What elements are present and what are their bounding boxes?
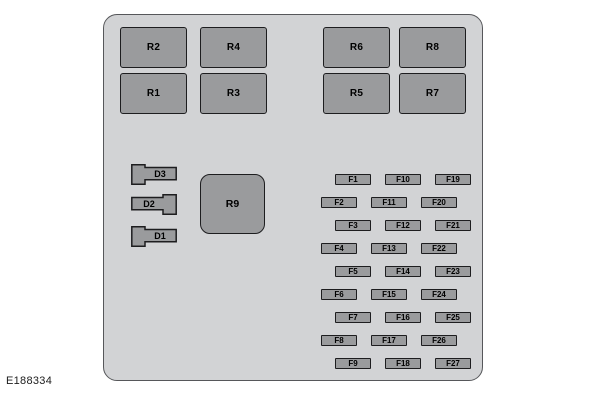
- relay-box-r1: R1: [120, 73, 187, 114]
- fuse-box-f14: F14: [385, 266, 421, 277]
- fuse-box-f9: F9: [335, 358, 371, 369]
- relay-box-r8: R8: [399, 27, 466, 68]
- fuse-box-f2: F2: [321, 197, 357, 208]
- relay-box-r5: R5: [323, 73, 390, 114]
- fuse-box-f5: F5: [335, 266, 371, 277]
- fuse-box-f21: F21: [435, 220, 471, 231]
- fuse-box-f15: F15: [371, 289, 407, 300]
- relay-box-r9: R9: [200, 174, 265, 234]
- connector-shape: [131, 194, 177, 215]
- connector-shape: [131, 164, 177, 185]
- relay-box-r3: R3: [200, 73, 267, 114]
- fuse-box-f17: F17: [371, 335, 407, 346]
- fuse-box-f3: F3: [335, 220, 371, 231]
- diode-label: D1: [154, 230, 166, 241]
- connector-shape: [131, 226, 177, 247]
- fuse-box-f13: F13: [371, 243, 407, 254]
- fuse-box-f23: F23: [435, 266, 471, 277]
- relay-box-r7: R7: [399, 73, 466, 114]
- fuse-box-f1: F1: [335, 174, 371, 185]
- fuse-box-f24: F24: [421, 289, 457, 300]
- relay-box-r4: R4: [200, 27, 267, 68]
- diode-connector-d2: D2: [131, 194, 177, 215]
- fuse-box-f19: F19: [435, 174, 471, 185]
- fuse-box-f25: F25: [435, 312, 471, 323]
- fuse-box-f12: F12: [385, 220, 421, 231]
- diode-connector-d3: D3: [131, 164, 177, 185]
- fuse-box-f7: F7: [335, 312, 371, 323]
- fuse-box-f26: F26: [421, 335, 457, 346]
- relay-box-r2: R2: [120, 27, 187, 68]
- fuse-box-f22: F22: [421, 243, 457, 254]
- relay-box-r6: R6: [323, 27, 390, 68]
- fuse-box-f18: F18: [385, 358, 421, 369]
- fuse-box-f11: F11: [371, 197, 407, 208]
- diode-label: D3: [154, 168, 166, 179]
- fuse-box-f4: F4: [321, 243, 357, 254]
- fuse-box-f8: F8: [321, 335, 357, 346]
- fuse-box-f20: F20: [421, 197, 457, 208]
- fuse-box-f6: F6: [321, 289, 357, 300]
- fuse-box-f27: F27: [435, 358, 471, 369]
- fuse-box-f16: F16: [385, 312, 421, 323]
- figure-id-label: E188334: [6, 375, 53, 387]
- diode-label: D2: [143, 198, 155, 209]
- diode-connector-d1: D1: [131, 226, 177, 247]
- fuse-box-f10: F10: [385, 174, 421, 185]
